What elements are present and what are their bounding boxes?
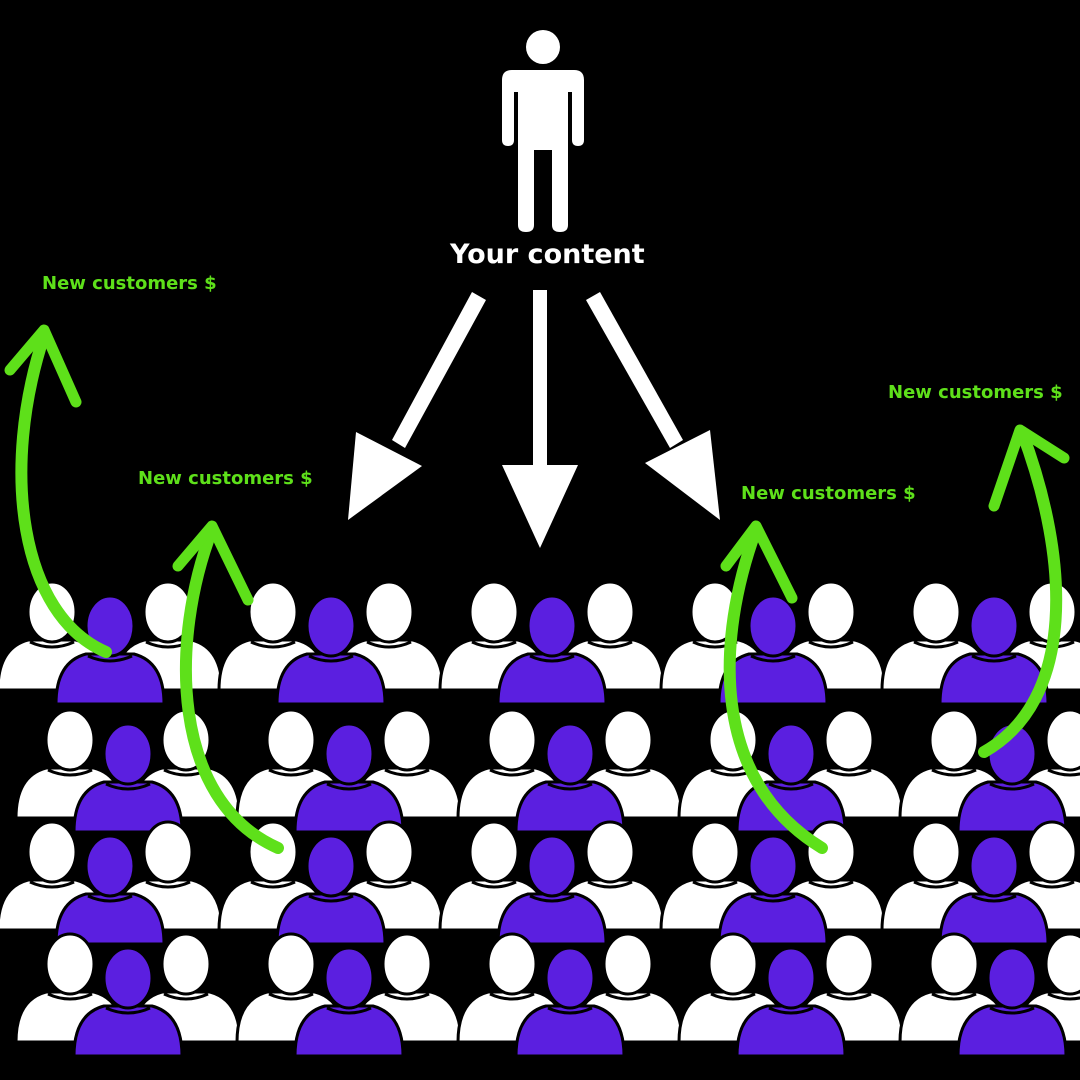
growth-label: New customers $: [888, 382, 1063, 403]
growth-arrows: [4, 324, 1070, 854]
arrow-down-icon: [586, 292, 720, 520]
distribution-arrows: [348, 290, 720, 548]
curved-arrow-up-icon: [720, 520, 828, 854]
growth-label: New customers $: [741, 483, 916, 504]
growth-label: New customers $: [42, 273, 217, 294]
person-icon: [502, 30, 584, 232]
curved-arrow-up-icon: [978, 424, 1070, 758]
growth-label: New customers $: [138, 468, 313, 489]
curved-arrow-up-icon: [4, 324, 112, 658]
curved-arrow-up-icon: [172, 520, 284, 854]
audience-crowd: [0, 580, 1080, 1058]
arrow-down-icon: [502, 290, 578, 548]
arrow-down-icon: [348, 292, 486, 520]
source-label: Your content: [450, 239, 645, 270]
